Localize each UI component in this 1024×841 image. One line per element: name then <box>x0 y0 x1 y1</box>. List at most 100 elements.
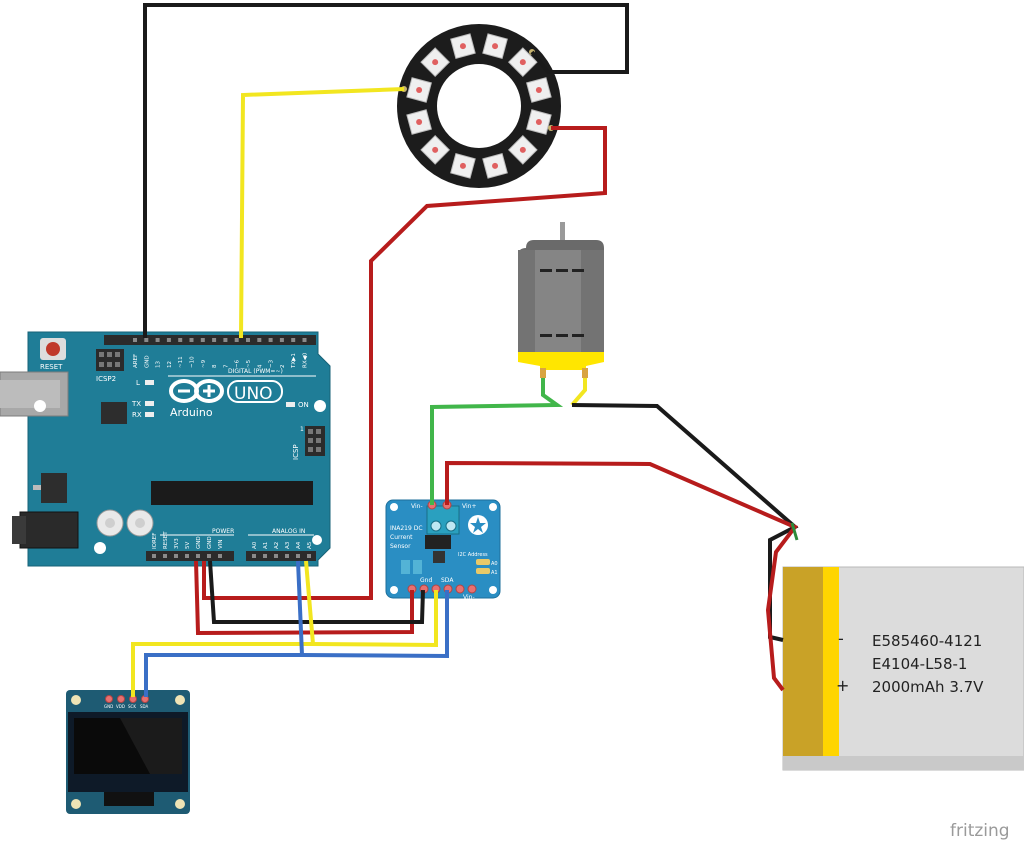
icsp2-header: ICSP2 <box>96 349 124 383</box>
header-pin <box>152 554 156 558</box>
battery-minus-symbol: - <box>838 629 844 648</box>
gnd-pin-label: Gnd <box>420 577 432 584</box>
header-pin <box>166 338 171 342</box>
digital-header-label: DIGITAL (PWM=~) <box>228 368 283 375</box>
reset-label: RESET <box>40 363 63 371</box>
battery-model-line2: E4104-L58-1 <box>872 655 967 673</box>
led-rx-label: RX <box>132 411 142 419</box>
power-pin-label: 5V <box>185 542 191 549</box>
oled-pin <box>117 695 125 703</box>
analog-header <box>246 551 316 561</box>
header-pin <box>212 338 217 342</box>
header-pin <box>307 554 311 558</box>
icsp-label: ICSP <box>292 444 300 460</box>
digital-pin-label: TX▶1 <box>291 353 297 369</box>
sensor-pin <box>455 584 465 594</box>
neopixel-led-die <box>492 162 499 169</box>
digital-pin-label: RX◀0 <box>303 352 309 368</box>
arduino-logo: UNO Arduino <box>169 379 283 419</box>
led-on-label: ON <box>298 401 309 409</box>
wire-scl-sensor <box>312 590 438 648</box>
oled-pin <box>105 695 113 703</box>
header-pin <box>133 338 137 342</box>
neopixel-led-die <box>432 59 439 66</box>
brand-label: Arduino <box>170 406 213 419</box>
led-l-label: L <box>136 379 140 387</box>
neopixel-led-die <box>519 146 526 153</box>
header-pin <box>207 554 211 558</box>
oled-pin-label: SCK <box>128 704 136 709</box>
digital-pin-label: 2 <box>280 365 286 369</box>
neopixel-led-die <box>416 86 423 93</box>
icsp2-label: ICSP2 <box>96 375 116 383</box>
wire-ring-power <box>202 126 607 600</box>
model-label: UNO <box>234 384 273 404</box>
led-tx-label: TX <box>131 400 141 408</box>
power-pin-label: IOREF <box>152 533 158 549</box>
digital-pin-label: ~10 <box>190 356 196 368</box>
analog-pin-label: A3 <box>285 541 291 549</box>
digital-pin-label: ~3 <box>269 359 275 368</box>
header-pin <box>178 338 183 342</box>
wire-5v-sensor <box>194 560 414 636</box>
header-pin <box>200 338 205 342</box>
wire-gnd-sensor <box>208 560 425 624</box>
neopixel-led-die <box>519 59 526 66</box>
power-pin-label: 3V3 <box>174 538 180 549</box>
power-pin-label: GND <box>196 536 202 549</box>
digital-header <box>104 335 316 345</box>
power-pin-label: GND <box>207 536 213 549</box>
header-pin <box>155 338 160 342</box>
usb-chip <box>101 402 127 424</box>
power-header <box>146 551 234 561</box>
wire-ring-data <box>239 87 405 339</box>
vin-minus-pin-label: Vin- <box>463 594 475 601</box>
neopixel-led-die <box>535 119 542 126</box>
vin-minus-label: Vin- <box>411 503 423 510</box>
analog-pin-label: A1 <box>263 542 269 549</box>
icsp-header: ICSP 1 <box>292 426 325 460</box>
wire-motor-lead <box>570 378 587 407</box>
shunt-resistor <box>425 535 451 549</box>
analog-pin-label: A5 <box>307 541 313 549</box>
dc-motor <box>518 222 604 378</box>
neopixel-led-die <box>459 43 466 50</box>
header-pin <box>302 338 307 342</box>
digital-pin-label: ~5 <box>246 359 252 368</box>
neopixel-led-die <box>416 119 423 126</box>
header-pin <box>285 554 289 558</box>
icsp-pin1-label: 1 <box>300 426 304 433</box>
header-pin <box>223 338 228 342</box>
digital-pin-label: 7 <box>223 364 229 368</box>
analog-pin-label: A0 <box>252 541 258 549</box>
header-pin <box>296 554 300 558</box>
header-pin <box>268 338 273 342</box>
header-pin <box>218 554 222 558</box>
lipo-battery: - + E585460-4121 E4104-L58-1 2000mAh 3.7… <box>782 566 1024 771</box>
header-pin <box>252 554 256 558</box>
header-pin <box>263 554 267 558</box>
header-pin <box>196 554 200 558</box>
wire-sda <box>144 560 305 697</box>
neopixel-ring <box>397 24 561 188</box>
battery-model-line1: E585460-4121 <box>872 632 982 650</box>
digital-pin-label: GND <box>144 355 150 368</box>
header-pin <box>257 338 262 342</box>
power-pin-label: VIN <box>218 540 224 550</box>
oled-pin-label: SDA <box>140 704 149 709</box>
header-pin <box>163 554 167 558</box>
digital-pin-label: 12 <box>167 361 173 368</box>
i2c-address-label: I2C Address <box>458 552 488 558</box>
header-pin <box>144 338 149 342</box>
adafruit-star-icon <box>468 515 488 535</box>
neopixel-led-die <box>432 146 439 153</box>
fritzing-watermark: fritzing <box>950 821 1010 841</box>
neopixel-led-die <box>535 86 542 93</box>
wire-motor-battery <box>571 403 799 642</box>
digital-pin-label: ~9 <box>201 359 207 368</box>
dc-power-jack <box>19 511 79 549</box>
neopixel-led-die <box>492 43 499 50</box>
vin-plus-label: Vin+ <box>462 503 476 510</box>
